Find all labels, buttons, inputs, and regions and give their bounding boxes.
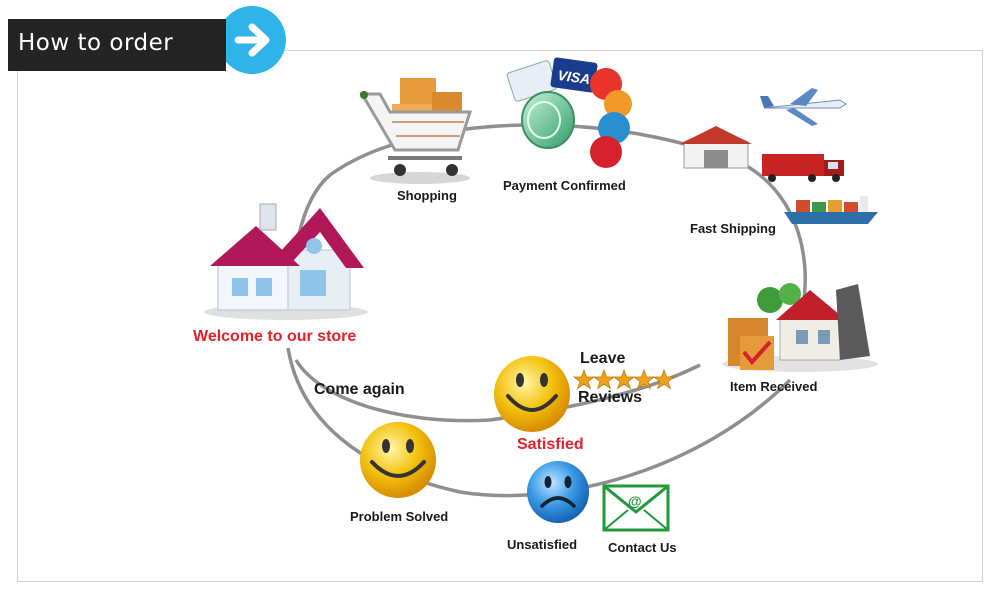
label-item-received: Item Received: [730, 379, 818, 394]
label-problem-solved: Problem Solved: [350, 509, 449, 524]
how-to-order-header: How to order: [8, 19, 226, 71]
satisfied-smiley-icon: [494, 356, 570, 432]
arrow-right-icon: [218, 6, 286, 74]
five-stars-rating-icon: [572, 368, 676, 390]
label-come-again: Come again: [314, 381, 405, 398]
label-shopping: Shopping: [397, 188, 457, 203]
store-house-icon: [204, 203, 368, 320]
label-leave: Leave: [580, 350, 626, 367]
label-contact-us: Contact Us: [608, 540, 677, 555]
label-welcome: Welcome to our store: [193, 328, 357, 345]
label-fast-shipping: Fast Shipping: [690, 221, 776, 236]
label-payment-confirmed: Payment Confirmed: [503, 178, 626, 193]
label-satisfied: Satisfied: [517, 436, 584, 453]
problem-solved-smiley-icon: [360, 422, 436, 498]
svg-text:VISA: VISA: [557, 67, 592, 87]
ship-icon: [784, 196, 878, 224]
header-title: How to order: [18, 30, 174, 56]
label-reviews: Reviews: [578, 389, 643, 406]
label-unsatisfied: Unsatisfied: [507, 537, 578, 552]
payment-cards-icon: VISA: [506, 57, 632, 168]
item-received-icon: [722, 283, 878, 372]
envelope-icon: @: [602, 484, 670, 532]
warehouse-icon: [680, 126, 752, 169]
airplane-icon: [760, 88, 847, 126]
unsatisfied-face-icon: [527, 461, 589, 523]
shopping-cart-icon: [359, 78, 473, 184]
svg-text:@: @: [628, 493, 642, 509]
truck-icon: [762, 154, 844, 182]
